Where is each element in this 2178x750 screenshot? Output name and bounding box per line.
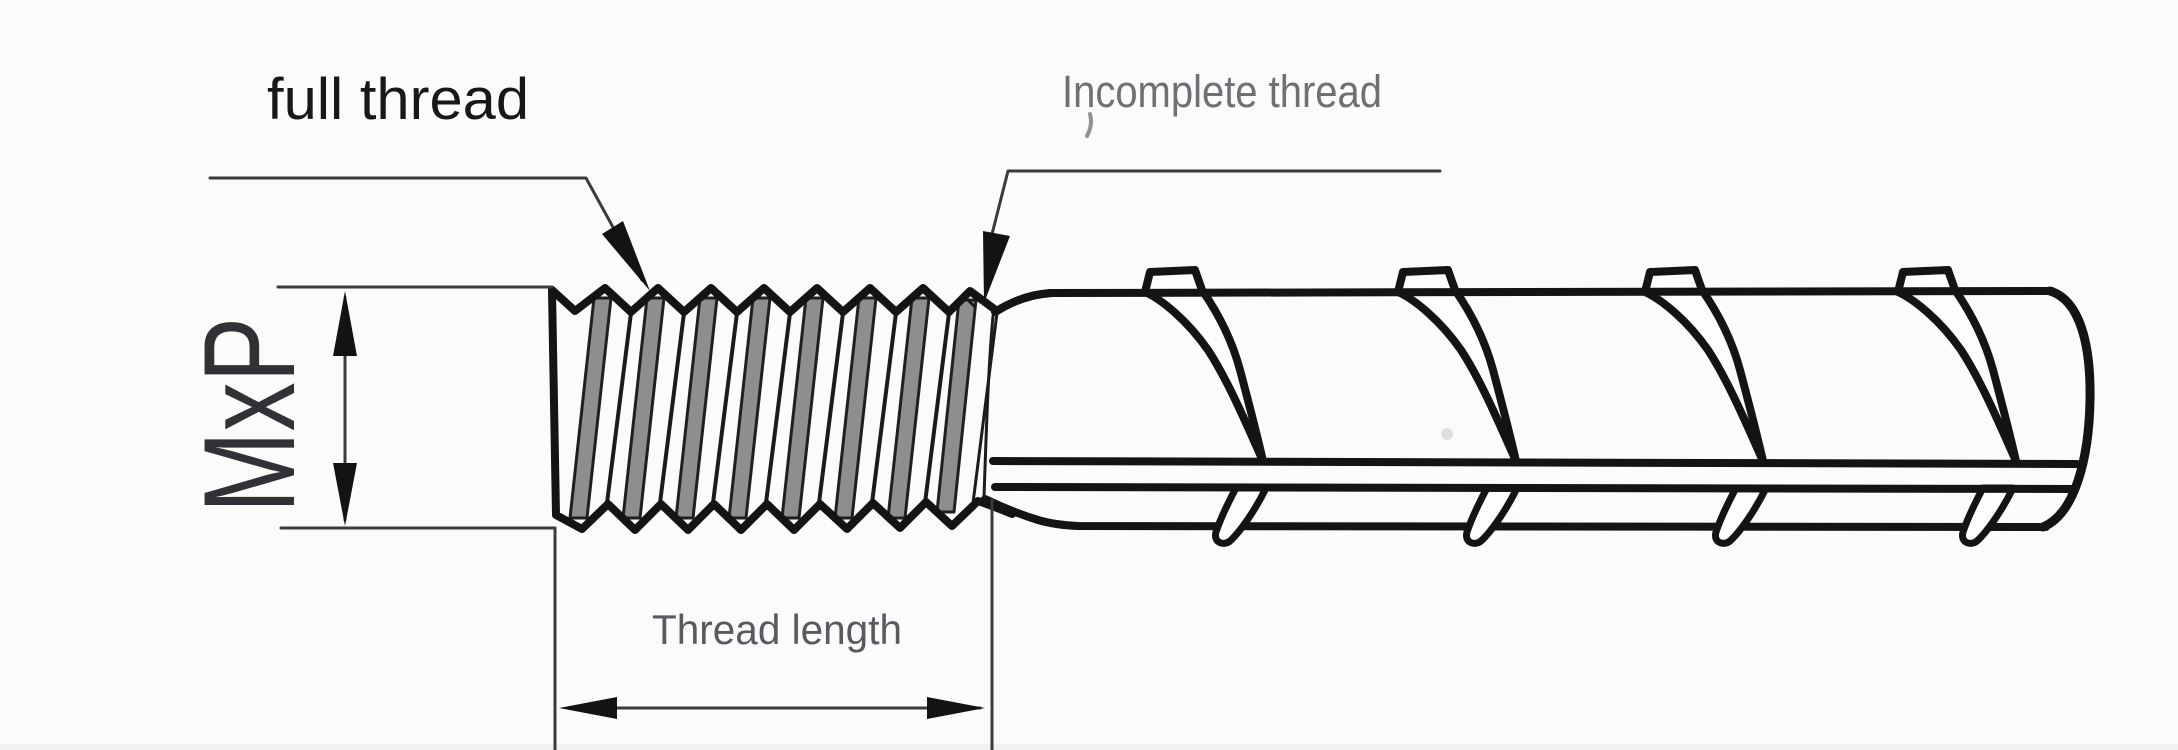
leader-arrowhead-icon xyxy=(602,221,650,291)
arrow-down-icon xyxy=(333,463,357,526)
incomplete-thread-line xyxy=(982,314,995,499)
thread-stripe xyxy=(780,296,825,520)
helical-rib-bottom xyxy=(1712,484,1770,547)
shank-section xyxy=(981,266,2095,547)
thread-flank xyxy=(711,311,739,505)
incomplete-thread-label: Incomplete thread xyxy=(1062,66,1382,117)
dimension-thread-length xyxy=(559,697,985,719)
thread-flank xyxy=(817,311,845,505)
leader-line xyxy=(986,169,1442,252)
annotations xyxy=(208,112,1442,750)
leader-full-thread xyxy=(208,176,650,291)
thread-flank xyxy=(605,311,633,505)
helical-rib-bottom xyxy=(1959,484,2017,547)
arrow-up-icon xyxy=(333,291,357,356)
thread-stripe xyxy=(568,296,613,520)
thread-crest-outline xyxy=(548,284,1054,316)
longitudinal-rib-top-line xyxy=(989,457,2081,468)
helical-rib-top xyxy=(1394,266,1520,465)
helical-rib-top xyxy=(1641,266,1767,465)
thread-flank-lines xyxy=(605,292,999,505)
thread-length-label: Thread length xyxy=(652,606,902,653)
helical-rib-top xyxy=(1141,266,1267,465)
thread-flank xyxy=(870,311,898,505)
dimension-mxp xyxy=(333,291,357,526)
shank-bottom-edge xyxy=(981,495,2050,531)
shank-top-edge xyxy=(991,287,2056,316)
arrow-left-icon xyxy=(559,697,617,719)
leader-incomplete-thread xyxy=(983,169,1442,303)
labels: full thread Incomplete thread Thread len… xyxy=(176,66,1382,653)
thread-flank xyxy=(971,311,999,505)
top-helical-ribs xyxy=(1141,266,2020,465)
shank-end-cap xyxy=(2038,286,2095,532)
thread-flank xyxy=(764,311,792,505)
arrow-right-icon xyxy=(927,697,985,719)
thread-flank xyxy=(658,311,686,505)
thread-stripe xyxy=(621,296,666,520)
thread-section xyxy=(548,284,1054,534)
helical-rib-top xyxy=(1894,266,2020,465)
stray-mark xyxy=(1085,112,1093,138)
thread-flank xyxy=(923,311,951,505)
helical-rib-bottom xyxy=(1212,484,1270,547)
leader-line xyxy=(208,176,644,282)
surface-smudge xyxy=(1441,428,1453,440)
full-thread-label: full thread xyxy=(267,67,529,132)
bottom-helical-ribs xyxy=(1212,484,2017,547)
leader-arrowhead-icon xyxy=(983,231,1010,303)
thread-stripe xyxy=(727,296,772,520)
longitudinal-rib-bottom-line xyxy=(991,483,2076,493)
thread-shading-stripes xyxy=(568,296,978,520)
helical-rib-bottom xyxy=(1463,484,1521,547)
thread-stripe xyxy=(935,298,978,514)
thread-stripe xyxy=(833,296,878,520)
mxp-spec-label: MxP xyxy=(176,317,322,513)
frame-bottom-edge xyxy=(0,744,2178,750)
thread-root-outline xyxy=(548,286,1016,534)
thread-stripe xyxy=(674,296,719,520)
